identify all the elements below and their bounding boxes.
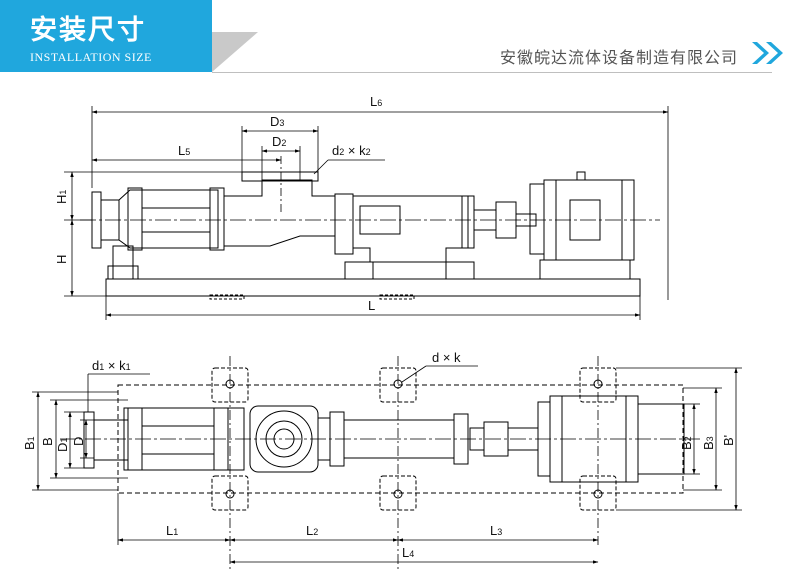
- label-B-prime: B': [721, 435, 736, 446]
- label-D1: D1: [55, 438, 70, 452]
- side-view-labels: L6 D3 D2 L5 d2 × k2 H1 H L: [54, 94, 382, 313]
- label-d-k: d × k: [432, 350, 461, 365]
- label-L4: L4: [402, 545, 414, 560]
- label-H1: H1: [54, 190, 69, 204]
- motor: [529, 183, 545, 255]
- title-english: INSTALLATION SIZE: [30, 50, 152, 64]
- plan-view-dimensions: [32, 365, 742, 564]
- header-divider: [212, 72, 772, 73]
- label-d2-k2: d2 × k2: [332, 143, 371, 158]
- label-L2: L2: [306, 523, 318, 538]
- plan-view-labels: d1 × k1 d × k B1 B D1 D B2 B3 B' L1 L2 L…: [22, 350, 736, 560]
- side-view: [80, 171, 660, 300]
- title-shadow: [212, 32, 258, 72]
- title-chinese: 安装尺寸: [30, 15, 146, 46]
- stator: [118, 189, 219, 249]
- label-B: B: [40, 437, 55, 446]
- suction-casing: [223, 179, 336, 247]
- label-D: D: [71, 437, 86, 446]
- label-d1-k1: d1 × k1: [92, 358, 131, 373]
- company-name: 安徽皖达流体设备制造有限公司: [499, 48, 738, 67]
- label-L3: L3: [490, 523, 502, 538]
- label-B3: B3: [701, 436, 716, 450]
- label-L: L: [368, 298, 375, 313]
- label-L5: L5: [178, 143, 190, 158]
- bearing-housing: [334, 193, 354, 255]
- label-B2: B2: [679, 436, 694, 450]
- label-H: H: [54, 255, 69, 264]
- label-L1: L1: [166, 523, 178, 538]
- stator-plan: [127, 407, 229, 471]
- base-plate: [105, 278, 641, 297]
- header: 安装尺寸 INSTALLATION SIZE 安徽皖达流体设备制造有限公司: [0, 0, 800, 80]
- label-L6: L6: [370, 94, 382, 109]
- inlet-flange-plan: [83, 411, 95, 469]
- label-D3: D3: [270, 114, 284, 129]
- label-B1: B1: [22, 436, 37, 450]
- plan-view: [60, 356, 700, 570]
- side-view-dimensions: [64, 106, 669, 320]
- label-D2: D2: [272, 134, 286, 149]
- title-block: 安装尺寸 INSTALLATION SIZE: [0, 0, 212, 72]
- double-chevron-icon: [752, 42, 783, 64]
